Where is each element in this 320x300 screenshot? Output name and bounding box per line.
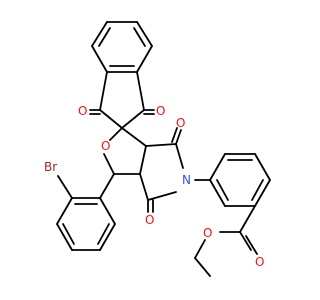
imide-nitrogen: N: [182, 173, 191, 187]
molecule-canvas: O O O O O N Br O O: [44, 21, 271, 277]
atom-labels: O O O O O N Br O O: [44, 104, 264, 269]
imide-oxygen-bottom: O: [145, 213, 154, 227]
bromine-atom: Br: [44, 160, 57, 174]
imide-oxygen-top: O: [176, 116, 185, 130]
ester-ether-oxygen: O: [203, 226, 212, 240]
ketone-oxygen-right: O: [156, 104, 165, 118]
ketone-oxygen-left: O: [78, 104, 87, 118]
ring-ether-oxygen: O: [101, 139, 110, 153]
ester-carbonyl-oxygen: O: [255, 255, 264, 269]
molecule-structure: O O O O O N Br O O: [44, 21, 271, 277]
bond-lines: [56, 21, 271, 277]
